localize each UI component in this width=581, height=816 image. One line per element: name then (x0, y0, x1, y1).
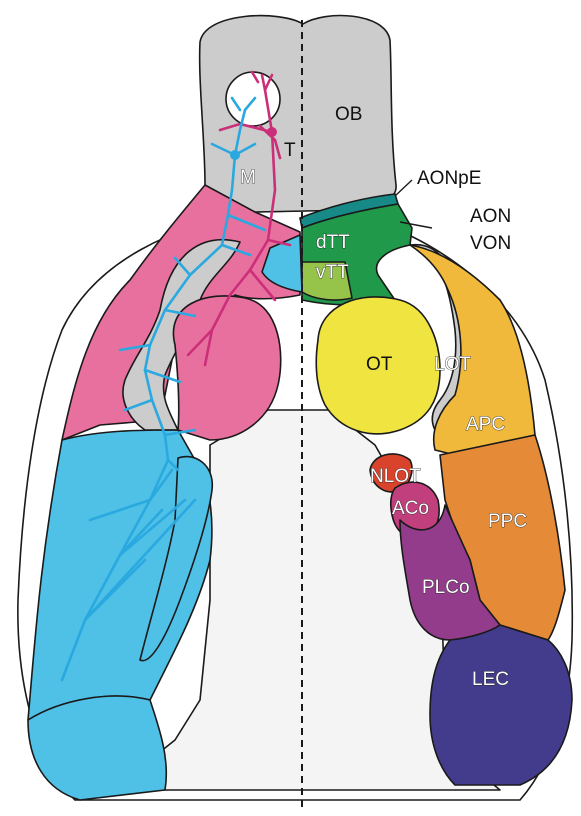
label-apc: APC (466, 414, 505, 435)
label-aonpe: AONpE (417, 168, 481, 189)
label-ppc: PPC (488, 511, 527, 532)
label-t: T (284, 140, 296, 161)
label-lec: LEC (472, 669, 509, 690)
olfactory-bulb (200, 16, 396, 212)
label-dtt: dTT (316, 232, 350, 253)
label-nlot: NLOT (370, 466, 421, 487)
label-aco: ACo (392, 498, 429, 519)
region-lec (430, 625, 572, 785)
label-ob: OB (335, 104, 362, 125)
label-von: VON (470, 233, 511, 254)
aonpe-pointer (395, 180, 412, 196)
tufted-cell-body (267, 127, 277, 137)
label-lot: LOT (434, 354, 471, 375)
label-aon: AON (470, 206, 511, 227)
label-vtt: vTT (316, 262, 349, 283)
label-plco: PLCo (422, 577, 470, 598)
left-blue-lower (28, 696, 166, 800)
label-m: M (240, 167, 256, 188)
mitral-cell-body (230, 150, 240, 160)
label-ot: OT (366, 354, 393, 375)
